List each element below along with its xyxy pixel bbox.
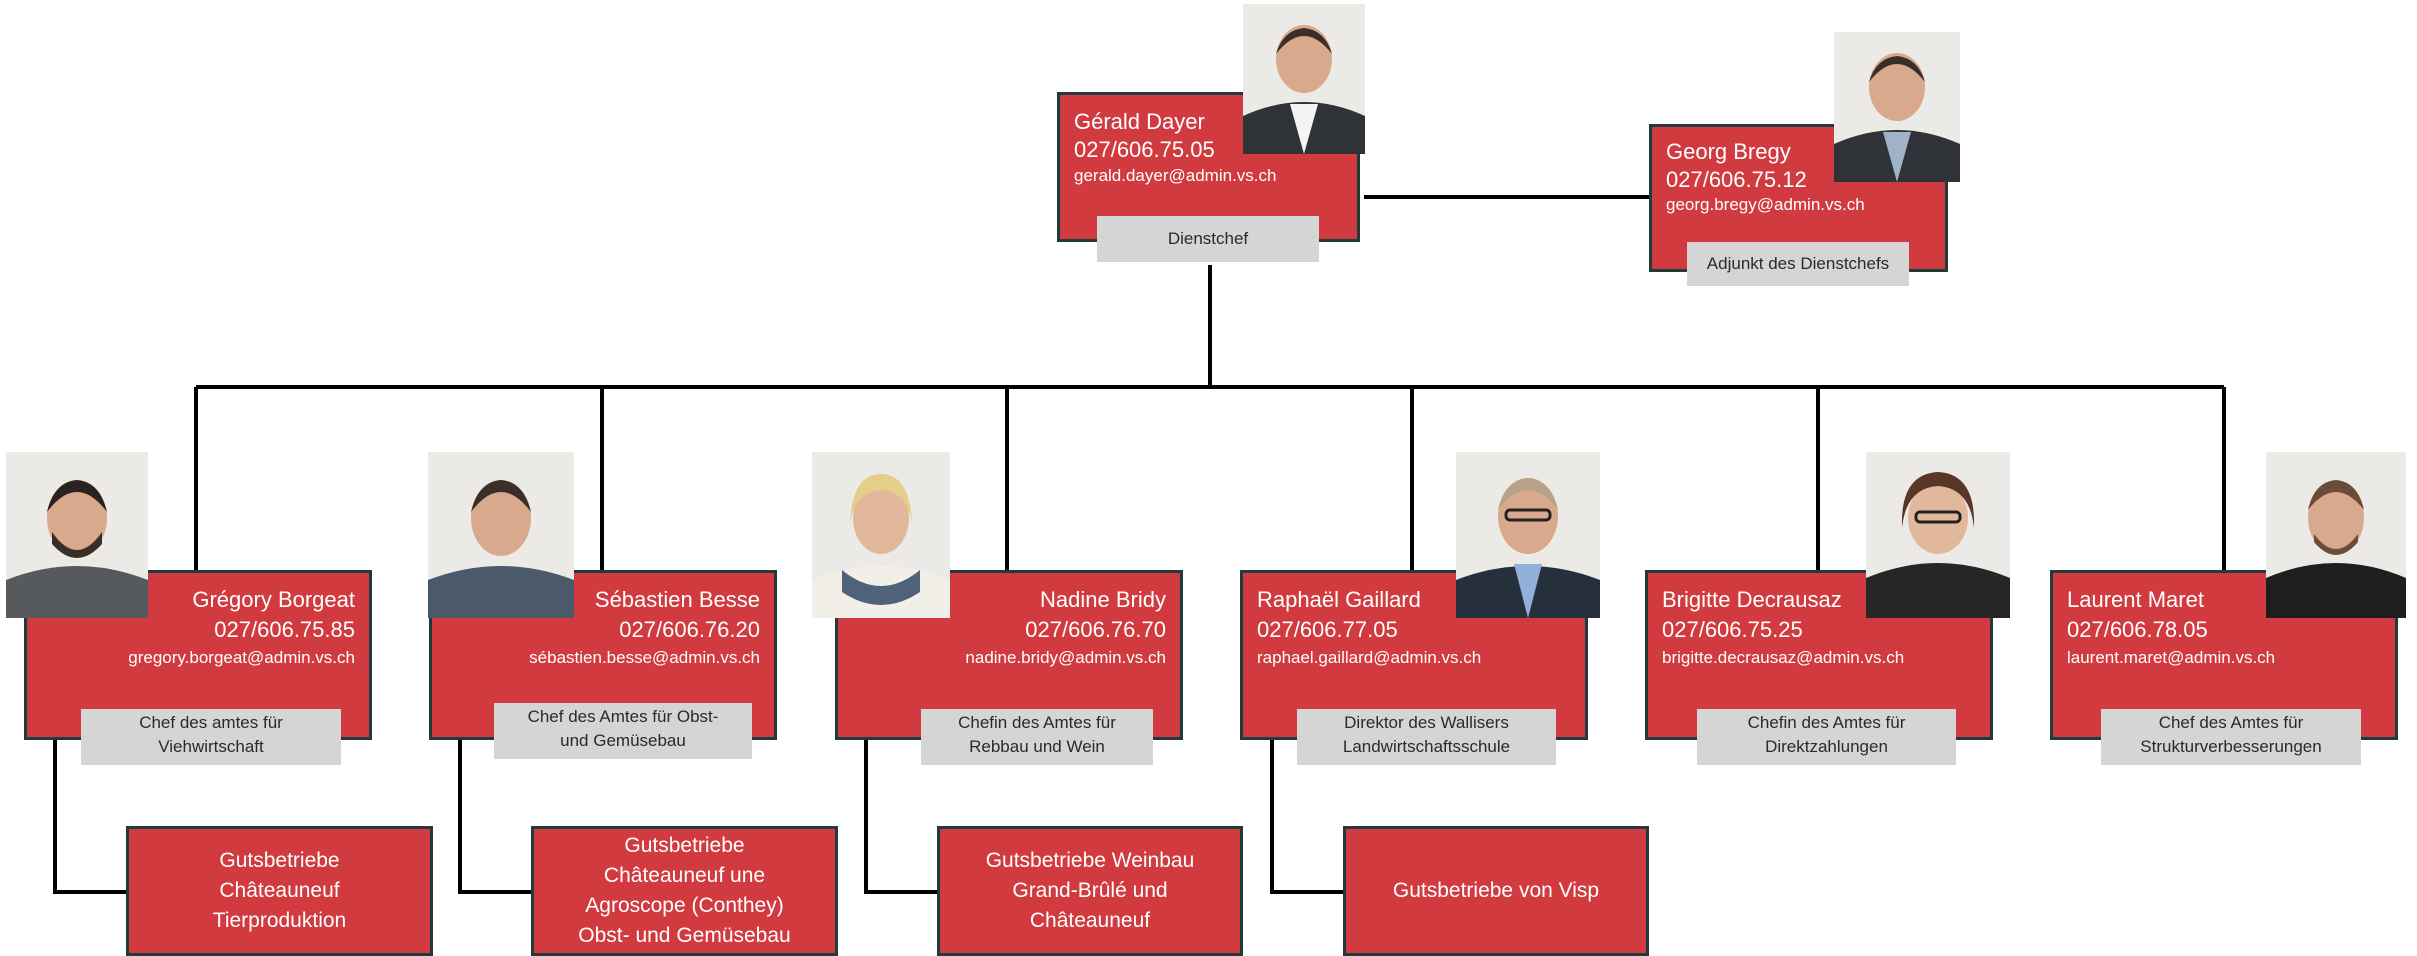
chief-role-4: Direktor des Wallisers Landwirtschaftssc… — [1297, 709, 1556, 765]
deputy-phone: 027/606.75.12 — [1666, 167, 1807, 192]
chief-name-2: Sébastien Besse — [594, 587, 760, 612]
chief-role-6: Chef des Amtes für Strukturverbesserunge… — [2101, 709, 2361, 765]
chief-role-5: Chefin des Amtes für Direktzahlungen — [1697, 709, 1956, 765]
chief-photo-5 — [1866, 452, 2010, 618]
chief-email-5: brigitte.decrausaz@admin.vs.ch — [1662, 648, 1905, 667]
head-phone: 027/606.75.05 — [1074, 137, 1215, 162]
head-role: Dienstchef — [1097, 216, 1319, 262]
chief-role-2: Chef des Amtes für Obst- und Gemüsebau — [494, 703, 752, 759]
head-name: Gérald Dayer — [1074, 109, 1205, 134]
chief-phone-6: 027/606.78.05 — [2067, 617, 2208, 642]
chief-phone-4: 027/606.77.05 — [1257, 617, 1398, 642]
chief-photo-3 — [812, 452, 950, 618]
chief-name-4: Raphaël Gaillard — [1257, 587, 1421, 612]
chief-phone-1: 027/606.75.85 — [214, 617, 355, 642]
chief-email-1: gregory.borgeat@admin.vs.ch — [128, 648, 355, 667]
chief-photo-2 — [428, 452, 574, 618]
unit-connector-4 — [1270, 740, 1345, 894]
unit-connector-2 — [458, 740, 533, 894]
chief-name-1: Grégory Borgeat — [192, 587, 355, 612]
unit-box-1: Gutsbetriebe Châteauneuf Tierproduktion — [126, 826, 433, 956]
chief-name-3: Nadine Bridy — [1040, 587, 1166, 612]
deputy-role: Adjunkt des Dienstchefs — [1687, 242, 1909, 286]
chief-photo-1 — [6, 452, 148, 618]
chief-name-5: Brigitte Decrausaz — [1662, 587, 1842, 612]
chief-email-3: nadine.bridy@admin.vs.ch — [965, 648, 1166, 667]
unit-connector-3 — [864, 740, 939, 894]
deputy-name: Georg Bregy — [1666, 139, 1791, 164]
unit-connector-1 — [53, 740, 128, 894]
deputy-photo — [1834, 32, 1960, 182]
chief-photo-6 — [2266, 452, 2406, 618]
chief-photo-4 — [1456, 452, 1600, 618]
unit-box-2: Gutsbetriebe Châteauneuf une Agroscope (… — [531, 826, 838, 956]
head-photo — [1243, 4, 1365, 154]
chief-email-4: raphael.gaillard@admin.vs.ch — [1257, 648, 1482, 667]
unit-box-3: Gutsbetriebe Weinbau Grand-Brûlé und Châ… — [937, 826, 1243, 956]
unit-box-4: Gutsbetriebe von Visp — [1343, 826, 1649, 956]
chief-role-1: Chef des amtes für Viehwirtschaft — [81, 709, 341, 765]
chief-phone-2: 027/606.76.20 — [619, 617, 760, 642]
chief-phone-5: 027/606.75.25 — [1662, 617, 1803, 642]
chief-name-6: Laurent Maret — [2067, 587, 2204, 612]
deputy-email: georg.bregy@admin.vs.ch — [1666, 195, 1865, 214]
head-email: gerald.dayer@admin.vs.ch — [1074, 166, 1277, 185]
chief-role-3: Chefin des Amtes für Rebbau und Wein — [921, 709, 1153, 765]
chief-phone-3: 027/606.76.70 — [1025, 617, 1166, 642]
chief-email-2: sébastien.besse@admin.vs.ch — [529, 648, 760, 667]
chief-email-6: laurent.maret@admin.vs.ch — [2067, 648, 2276, 667]
